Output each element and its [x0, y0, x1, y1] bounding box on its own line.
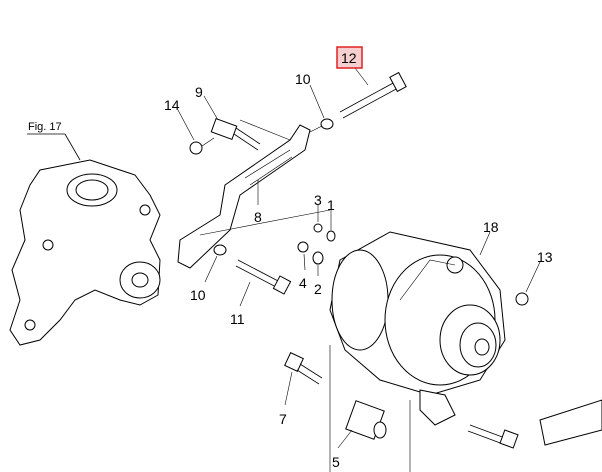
nut-3 [313, 223, 323, 233]
callout-9[interactable]: 9 [195, 84, 203, 100]
nut-14 [189, 141, 203, 155]
spacer-5 [345, 400, 387, 440]
nut-13 [515, 292, 529, 306]
engine-bracket [539, 399, 602, 446]
callout-11[interactable]: 11 [230, 311, 245, 327]
callout-10-lower[interactable]: 10 [190, 287, 206, 303]
callout-4[interactable]: 4 [299, 275, 307, 291]
washer-1 [326, 230, 336, 242]
callout-18[interactable]: 18 [483, 219, 499, 235]
bolt-7 [284, 352, 323, 385]
bolt-11 [235, 259, 292, 295]
fig-ref-label: Fig. 17 [28, 121, 62, 133]
washer-10 [213, 244, 227, 256]
leader-lines [177, 67, 541, 449]
callout-7[interactable]: 7 [279, 411, 287, 427]
frame-lines [329, 345, 411, 472]
callout-1[interactable]: 1 [327, 197, 335, 213]
callout-2[interactable]: 2 [314, 281, 322, 297]
water-pump [9, 159, 161, 346]
adjust-bolt [210, 118, 291, 151]
bracket [177, 124, 331, 269]
lower-bolt [467, 424, 519, 449]
callout-10-top[interactable]: 10 [295, 71, 311, 87]
callout-5[interactable]: 5 [332, 454, 340, 470]
alternator [329, 231, 506, 426]
fig-17-reference[interactable]: Fig. 17 [27, 121, 81, 161]
callout-3[interactable]: 3 [314, 192, 322, 208]
nut-4 [297, 241, 309, 253]
callout-14[interactable]: 14 [164, 97, 180, 113]
callout-12[interactable]: 12 [341, 50, 357, 66]
callout-13[interactable]: 13 [537, 249, 553, 265]
highlight-box [336, 46, 363, 69]
callout-8[interactable]: 8 [254, 209, 262, 225]
long-bolt-12 [309, 71, 407, 133]
washer-2 [312, 251, 324, 265]
